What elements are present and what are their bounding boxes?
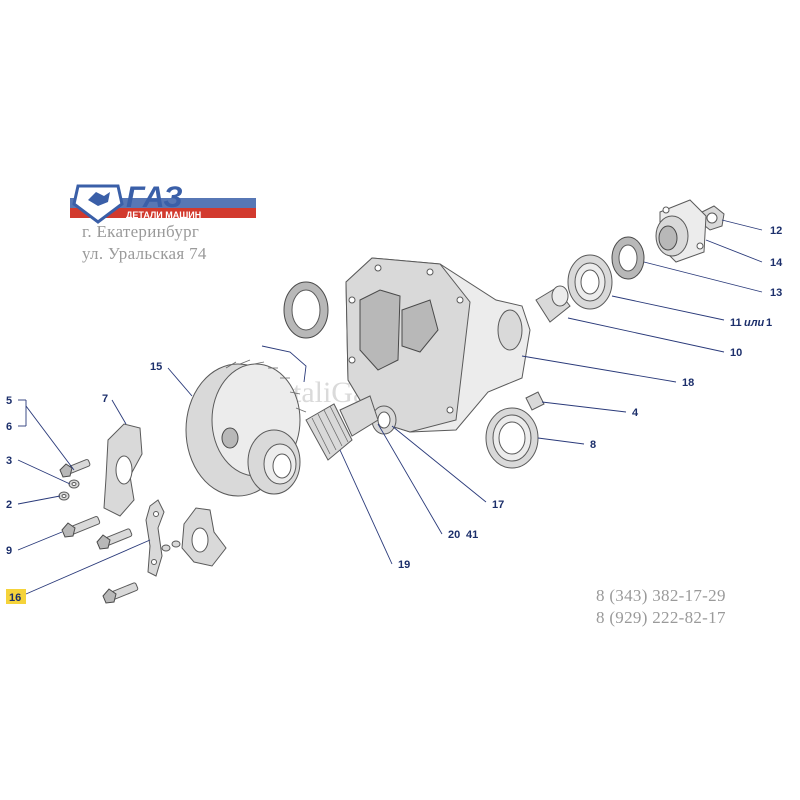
callout-16-highlight [6,589,26,604]
part-small-washers [161,540,181,552]
part-3-washer [68,479,80,489]
part-11-bearing [567,254,613,310]
callout-17: 17 [492,499,504,511]
phone-1[interactable]: 8 (343) 382-17-29 [596,586,726,605]
callout-14: 14 [770,257,783,269]
part-sensor-wire [261,345,307,383]
logo-blue-stripe [70,198,256,208]
part-14-flange [655,199,707,263]
part-16-lock-plate [145,499,165,577]
callout-11: 11 [730,317,742,329]
leader-lines [17,219,763,595]
callout-4: 4 [632,407,639,419]
logo-main-text: ГАЗ [126,181,183,214]
callout-2: 2 [6,499,12,511]
callout-10: 10 [730,347,742,359]
part-4-plug [525,391,545,411]
part-20-pinion-shaft [339,395,379,437]
callout-41: 41 [466,529,478,541]
part-9-bolt [61,516,101,538]
callout-9: 9 [6,545,12,557]
address-city: г. Екатеринбург [82,222,200,241]
deer-icon [88,192,110,206]
part-8-bearing-ring [485,407,539,469]
ring-gear-teeth [225,359,307,413]
part-2-washer [58,491,70,501]
part-5-bolt [59,459,91,478]
callout-13: 13 [770,287,782,299]
part-15-differential [185,359,307,497]
callout-12: 12 [770,225,782,237]
callout-18: 18 [682,377,694,389]
part-bolt-c [102,582,139,604]
callout-16: 16 [9,592,21,604]
part-seal-ring [283,281,329,339]
callout-3: 3 [6,455,12,467]
logo-red-stripe [70,208,256,218]
callout-1: 1 [766,317,772,329]
phone-2[interactable]: 8 (929) 222-82-17 [596,608,726,627]
logo-sub-text: ДЕТАЛИ МАШИН [126,210,201,220]
part-18-housing [345,257,531,433]
callout-7: 7 [102,393,108,405]
callout-20: 20 [448,529,460,541]
part-7-bearing-cap [103,423,143,517]
part-bolt-b [96,528,133,550]
callout-5: 5 [6,395,12,407]
part-10-spacer [535,285,571,323]
callout-labels: 12 14 13 11 или 1 10 18 4 8 17 20 41 19 … [6,225,783,604]
callout-15: 15 [150,361,162,373]
callout-8: 8 [590,439,596,451]
part-13-seal [611,236,645,280]
gaz-logo: ГАЗ ДЕТАЛИ МАШИН [70,181,256,224]
callout-19: 19 [398,559,410,571]
part-19-pinion-gear [305,403,353,461]
callout-6: 6 [6,421,12,433]
address-street: ул. Уральская 74 [82,244,207,263]
part-7-bearing-cap-2 [181,507,227,567]
callout-11-or: или [744,317,765,329]
